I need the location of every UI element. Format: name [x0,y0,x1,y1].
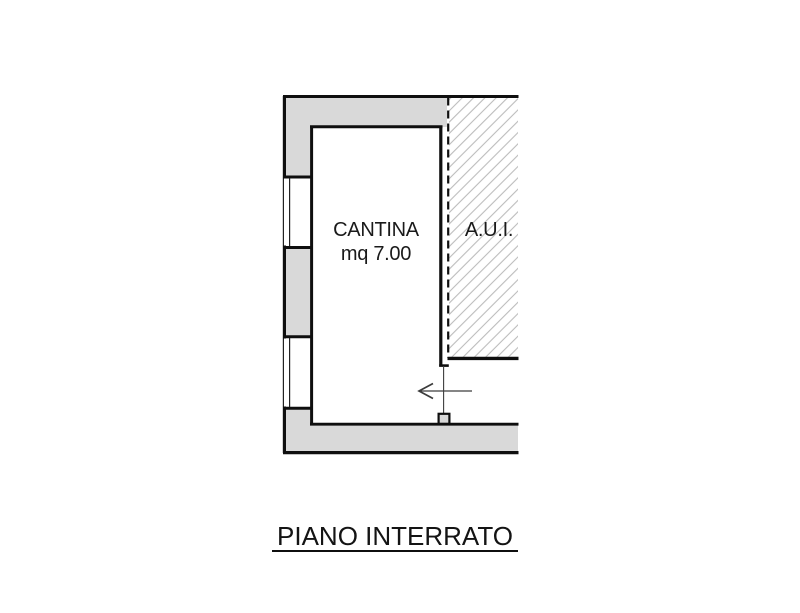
door-stop [437,412,451,425]
wall-outlines [282,95,519,455]
left-wall-upper-block [284,96,313,178]
entrance-arrow-icon [417,382,472,400]
left-wall-pilaster [284,246,313,338]
adjacent-area-label: A.U.I. [464,219,514,241]
room-area-label: mq 7.00 [340,243,412,265]
walls [284,96,518,453]
plan-title: PIANO INTERRATO [272,522,518,552]
bottom-wall [284,423,518,453]
room-label: CANTINA [333,219,419,241]
entrance-arrow-head [417,382,434,400]
aui-hatch-area [449,97,518,358]
